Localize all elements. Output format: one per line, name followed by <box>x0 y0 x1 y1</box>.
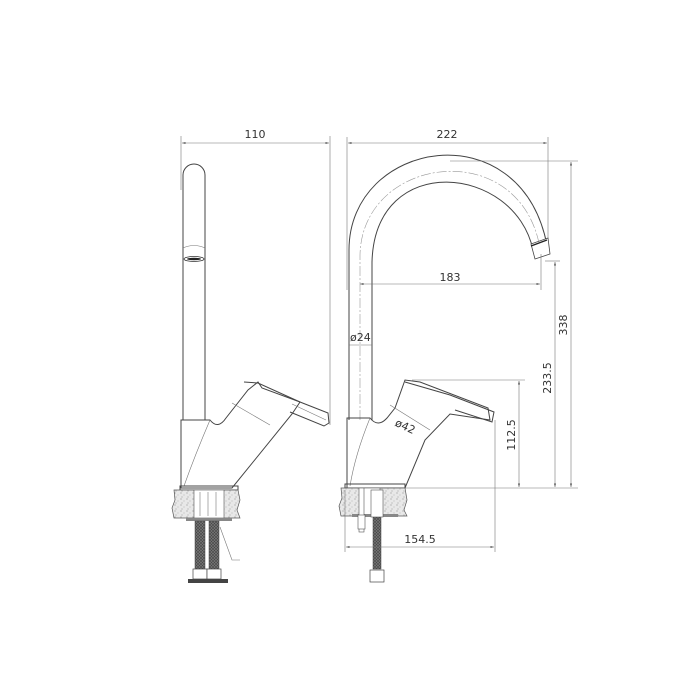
dim-front-width: 222 <box>437 128 458 141</box>
dim-spout-reach: 183 <box>440 271 461 284</box>
dim-side-width: 110 <box>245 128 266 141</box>
dim-lever-height: 112.5 <box>505 419 518 451</box>
dim-base-depth: 154.5 <box>404 533 436 546</box>
dim-outlet-height: 233.5 <box>541 362 554 394</box>
side-view: 110 <box>171 128 331 583</box>
front-view: 222 183 ø24 ø42 112.5 233.5 338 <box>338 128 578 583</box>
dim-total-height: 338 <box>557 315 570 336</box>
dim-spout-diameter: ø24 <box>350 331 371 344</box>
